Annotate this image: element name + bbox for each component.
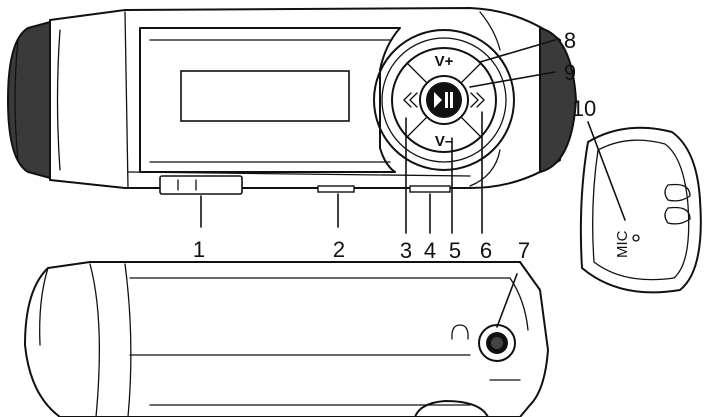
right-end-cap	[539, 26, 578, 174]
callout-9: 9	[564, 60, 576, 85]
hold-switch[interactable]	[159, 175, 243, 195]
volume-down-button[interactable]: V–	[435, 133, 453, 150]
left-end-cap	[6, 20, 51, 180]
mic-hole	[632, 234, 640, 242]
player-side-view	[24, 261, 549, 417]
control-pad: V+ V–	[373, 29, 515, 171]
headphone-jack[interactable]	[478, 324, 516, 362]
volume-up-button[interactable]: V+	[435, 53, 454, 70]
callout-1: 1	[193, 237, 205, 262]
player-front-view: V+ V–	[6, 7, 578, 195]
callout-4: 4	[424, 238, 436, 263]
fast-forward-icon[interactable]	[470, 92, 485, 108]
play-pause-button[interactable]	[426, 82, 462, 118]
callout-3: 3	[400, 238, 412, 263]
mic-label: MIC	[614, 230, 631, 258]
reset-slot	[409, 185, 451, 193]
callout-2: 2	[333, 237, 345, 262]
callout-5: 5	[449, 238, 461, 263]
callout-7: 7	[518, 238, 530, 263]
callout-numbers: 1 2 3 4 5 6 7 8 9 10	[193, 28, 596, 263]
screen-frame	[139, 27, 401, 173]
callout-8: 8	[564, 28, 576, 53]
callout-6: 6	[480, 238, 492, 263]
usb-slot	[317, 185, 355, 193]
side-body	[24, 261, 549, 417]
rewind-icon[interactable]	[403, 92, 418, 108]
headphone-icon	[451, 324, 469, 340]
leader-lines	[200, 39, 626, 328]
lcd-display	[180, 70, 350, 122]
callout-10: 10	[572, 96, 596, 121]
mic-cap: MIC	[579, 126, 702, 294]
play-pause-icon	[434, 92, 453, 108]
player-body	[49, 7, 561, 189]
